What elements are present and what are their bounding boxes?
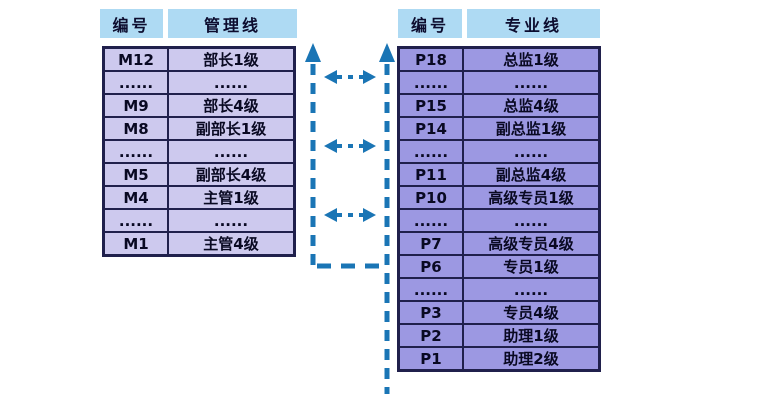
- table-row: P15 总监4级: [397, 93, 601, 118]
- grade-code-cell: P7: [397, 231, 464, 256]
- grade-title-cell: 主管4级: [167, 231, 296, 257]
- grade-title-cell: 副部长1级: [167, 116, 296, 141]
- table-row: P18 总监1级: [397, 46, 601, 72]
- grade-title-cell: 副总监4级: [462, 162, 601, 187]
- grade-title-cell: ......: [462, 70, 601, 95]
- grade-code-cell: ......: [102, 70, 169, 95]
- grade-code-cell: P18: [397, 46, 464, 72]
- table-row: P1 助理2级: [397, 346, 601, 372]
- grade-title-cell: 副总监1级: [462, 116, 601, 141]
- grade-code-cell: ......: [397, 277, 464, 302]
- grade-title-cell: 助理1级: [462, 323, 601, 348]
- table-row: P6 专员1级: [397, 254, 601, 279]
- double-headed-dashed-arrow-icon: [324, 70, 376, 84]
- grade-title-cell: ......: [167, 139, 296, 164]
- grade-title-cell: 总监4级: [462, 93, 601, 118]
- grade-title-cell: 专员4级: [462, 300, 601, 325]
- grade-code-cell: P3: [397, 300, 464, 325]
- professional-ladder-table: P18 总监1级 ...... ...... P15 总监4级 P14 副总监1…: [397, 46, 601, 372]
- management-table-body: M12 部长1级 ...... ...... M9 部长4级 M8 副部长1级: [102, 46, 296, 257]
- grade-title-cell: ......: [167, 70, 296, 95]
- table-row: P7 高级专员4级: [397, 231, 601, 256]
- grade-title-cell: 副部长4级: [167, 162, 296, 187]
- professional-title-header: 专业线: [467, 9, 600, 38]
- management-code-header: 编号: [100, 9, 163, 38]
- table-row: P3 专员4级: [397, 300, 601, 325]
- grade-code-cell: P15: [397, 93, 464, 118]
- up-arrow-icon: [379, 43, 395, 394]
- grade-code-cell: ......: [102, 208, 169, 233]
- table-row: ...... ......: [397, 70, 601, 95]
- table-row: M9 部长4级: [102, 93, 296, 118]
- grade-code-cell: M1: [102, 231, 169, 257]
- grade-code-cell: M8: [102, 116, 169, 141]
- table-row: ...... ......: [397, 139, 601, 164]
- grade-title-cell: 高级专员1级: [462, 185, 601, 210]
- grade-code-cell: M4: [102, 185, 169, 210]
- grade-code-cell: ......: [102, 139, 169, 164]
- table-row: P14 副总监1级: [397, 116, 601, 141]
- grade-code-cell: P2: [397, 323, 464, 348]
- table-row: M12 部长1级: [102, 46, 296, 72]
- grade-code-cell: P6: [397, 254, 464, 279]
- grade-code-cell: P11: [397, 162, 464, 187]
- grade-title-cell: ......: [167, 208, 296, 233]
- table-row: P10 高级专员1级: [397, 185, 601, 210]
- management-ladder-table: M12 部长1级 ...... ...... M9 部长4级 M8 副部长1级: [102, 46, 296, 257]
- double-headed-dashed-arrow-icon: [324, 139, 376, 153]
- grade-code-cell: P1: [397, 346, 464, 372]
- grade-code-cell: M5: [102, 162, 169, 187]
- table-row: ...... ......: [102, 139, 296, 164]
- grade-code-cell: ......: [397, 139, 464, 164]
- grade-title-cell: ......: [462, 277, 601, 302]
- grade-code-cell: P10: [397, 185, 464, 210]
- grade-title-cell: 专员1级: [462, 254, 601, 279]
- grade-title-cell: ......: [462, 208, 601, 233]
- up-arrow-icon: [305, 43, 321, 266]
- table-row: P2 助理1级: [397, 323, 601, 348]
- grade-title-cell: 主管1级: [167, 185, 296, 210]
- table-row: M8 副部长1级: [102, 116, 296, 141]
- table-row: M1 主管4级: [102, 231, 296, 257]
- table-row: ...... ......: [102, 70, 296, 95]
- grade-code-cell: M9: [102, 93, 169, 118]
- double-headed-dashed-arrow-icon: [324, 208, 376, 222]
- table-row: ...... ......: [102, 208, 296, 233]
- promotion-arrows-layer: [305, 43, 395, 394]
- grade-code-cell: ......: [397, 70, 464, 95]
- table-row: P11 副总监4级: [397, 162, 601, 187]
- professional-code-header: 编号: [398, 9, 462, 38]
- table-row: M4 主管1级: [102, 185, 296, 210]
- grade-title-cell: ......: [462, 139, 601, 164]
- grade-code-cell: P14: [397, 116, 464, 141]
- grade-title-cell: 总监1级: [462, 46, 601, 72]
- grade-code-cell: M12: [102, 46, 169, 72]
- management-title-header: 管理线: [168, 9, 297, 38]
- grade-title-cell: 部长4级: [167, 93, 296, 118]
- grade-code-cell: ......: [397, 208, 464, 233]
- table-row: ...... ......: [397, 208, 601, 233]
- table-row: ...... ......: [397, 277, 601, 302]
- professional-table-body: P18 总监1级 ...... ...... P15 总监4级 P14 副总监1…: [397, 46, 601, 372]
- grade-title-cell: 高级专员4级: [462, 231, 601, 256]
- grade-title-cell: 部长1级: [167, 46, 296, 72]
- grade-title-cell: 助理2级: [462, 346, 601, 372]
- table-row: M5 副部长4级: [102, 162, 296, 187]
